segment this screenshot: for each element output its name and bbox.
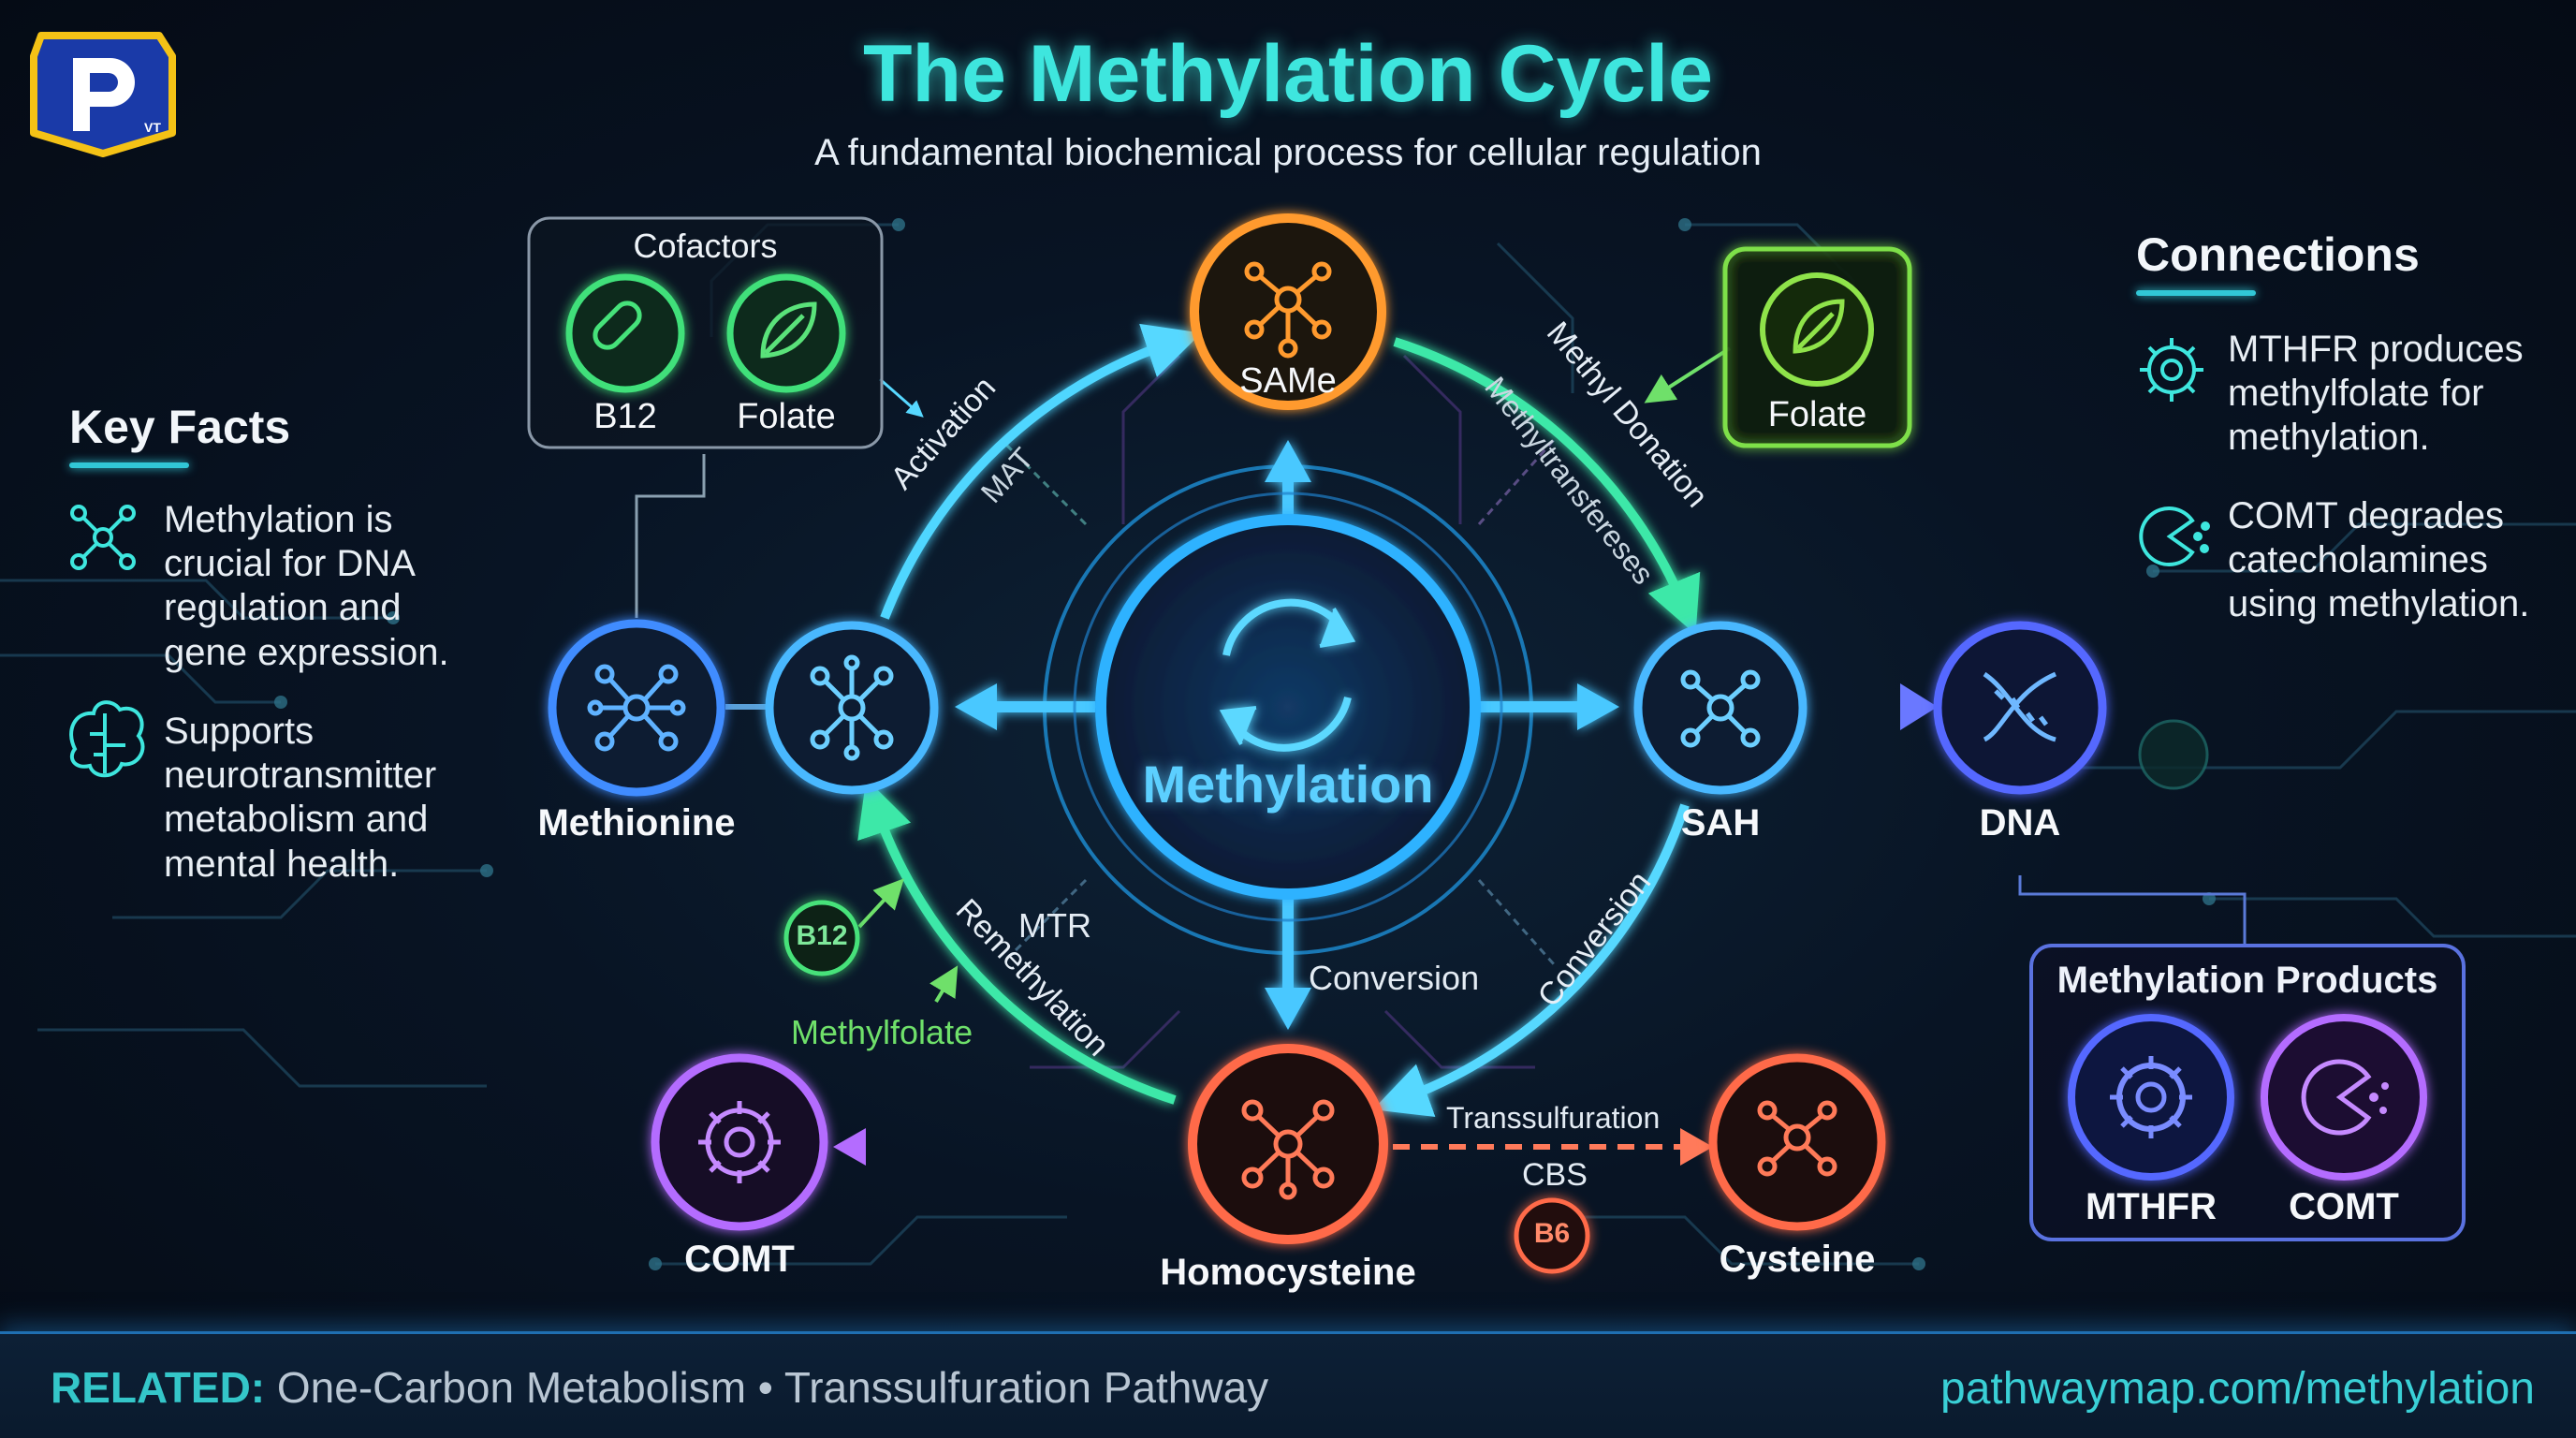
cycle-icon bbox=[1219, 598, 1356, 752]
mat-enzyme-node bbox=[765, 621, 939, 795]
circuit-traces bbox=[0, 223, 2576, 1266]
footer-related: RELATED: One-Carbon Metabolism • Transsu… bbox=[51, 1363, 1268, 1413]
dna-products-connector bbox=[2018, 875, 2247, 946]
page-subtitle: A fundamental biochemical process for ce… bbox=[814, 132, 1762, 173]
product-mthfr-label: MTHFR bbox=[2086, 1186, 2217, 1227]
b6-badge-label: B6 bbox=[1533, 1218, 1571, 1249]
b12-badge-label: B12 bbox=[796, 920, 848, 951]
methionine-node bbox=[548, 619, 725, 797]
remethylation-arc bbox=[857, 778, 1177, 1105]
dna-node bbox=[1933, 621, 2107, 795]
mat-molecule-icon bbox=[810, 654, 894, 761]
homocysteine-label: Homocysteine bbox=[1160, 1252, 1416, 1293]
cofactor-b12-label: B12 bbox=[593, 397, 657, 436]
key-facts-underline bbox=[69, 462, 189, 468]
products-heading: Methylation Products bbox=[2056, 960, 2438, 1001]
methylfolate-label: Methylfolate bbox=[791, 1013, 973, 1051]
conversion-arc bbox=[1372, 803, 1690, 1117]
homocysteine-node bbox=[1188, 1044, 1388, 1244]
enzyme-icon bbox=[2139, 506, 2210, 566]
same-label: SAMe bbox=[1239, 361, 1337, 401]
comt-gear-icon bbox=[698, 1101, 781, 1183]
mat-label: MAT bbox=[974, 441, 1040, 509]
page-title: The Methylation Cycle bbox=[863, 29, 1713, 119]
sah-label: SAH bbox=[1680, 802, 1761, 844]
key-facts-heading: Key Facts bbox=[69, 401, 291, 453]
dna-label: DNA bbox=[1979, 802, 2061, 844]
connections-heading: Connections bbox=[2136, 228, 2420, 281]
folate-box-leaf-icon bbox=[1760, 272, 1874, 387]
cofactors-connector bbox=[635, 454, 706, 618]
circuit-traces-purple bbox=[1030, 354, 1535, 1069]
radial-spokes bbox=[1000, 438, 1556, 965]
cysteine-molecule-icon bbox=[1757, 1100, 1837, 1177]
cysteine-label: Cysteine bbox=[1719, 1239, 1876, 1280]
sah-molecule-icon bbox=[1680, 669, 1761, 748]
same-node bbox=[1190, 213, 1386, 410]
conversion-inner-label: Conversion bbox=[1309, 959, 1480, 997]
b6-badge bbox=[1514, 1197, 1590, 1274]
connection-2: COMT degrades catecholamines using methy… bbox=[2228, 495, 2530, 625]
activation-arc bbox=[880, 323, 1202, 620]
homocysteine-molecule-icon bbox=[1241, 1099, 1335, 1200]
folate-leaf-icon bbox=[726, 273, 846, 393]
mthfr-gear-icon bbox=[2068, 1014, 2234, 1181]
dna-mini-icon bbox=[2138, 719, 2209, 790]
transsulfuration-label: Transsulfuration bbox=[1446, 1101, 1661, 1135]
connections-underline bbox=[2136, 290, 2256, 296]
key-fact-2: Supports neurotransmitter metabolism and… bbox=[164, 711, 437, 885]
methylation-center-node bbox=[1095, 514, 1481, 900]
gear-icon bbox=[2140, 338, 2203, 402]
footer-related-links[interactable]: One-Carbon Metabolism • Transsulfuration… bbox=[265, 1363, 1269, 1412]
methionine-label: Methionine bbox=[537, 802, 736, 844]
footer-url-link[interactable]: pathwaymap.com/methylation bbox=[1940, 1364, 2535, 1414]
sah-node bbox=[1633, 621, 1808, 795]
methylation-center-label: Methylation bbox=[1142, 755, 1434, 814]
b12-pill-icon bbox=[565, 273, 685, 393]
same-molecule-icon bbox=[1244, 261, 1332, 359]
dna-helix-icon bbox=[1983, 671, 2056, 742]
comt-label: COMT bbox=[684, 1239, 795, 1280]
key-fact-1: Methylation is crucial for DNA regulatio… bbox=[164, 499, 449, 673]
mtr-label: MTR bbox=[1018, 906, 1091, 945]
comt-enzyme-icon bbox=[2261, 1014, 2427, 1181]
product-comt-label: COMT bbox=[2289, 1186, 2399, 1227]
conversion-outer-label: Conversion bbox=[1530, 865, 1658, 1014]
cysteine-node bbox=[1708, 1053, 1886, 1231]
b12-badge bbox=[783, 900, 860, 976]
center-arrows bbox=[955, 440, 1619, 1030]
logo bbox=[30, 32, 176, 157]
comt-node bbox=[651, 1053, 828, 1231]
brain-icon bbox=[69, 700, 145, 778]
molecule-icon bbox=[70, 505, 136, 570]
logo-badge: VT bbox=[144, 120, 161, 135]
footer-bar bbox=[0, 1331, 2576, 1438]
connection-1: MTHFR produces methylfolate for methylat… bbox=[2228, 329, 2524, 459]
cofactors-heading: Cofactors bbox=[633, 227, 778, 265]
methionine-molecule-icon bbox=[587, 664, 686, 752]
cofactor-folate-label: Folate bbox=[737, 397, 836, 436]
footer-related-label: RELATED: bbox=[51, 1363, 266, 1412]
folate-box-label: Folate bbox=[1767, 395, 1867, 434]
methyl-donation-arc bbox=[1393, 337, 1701, 635]
cbs-label: CBS bbox=[1522, 1157, 1588, 1193]
